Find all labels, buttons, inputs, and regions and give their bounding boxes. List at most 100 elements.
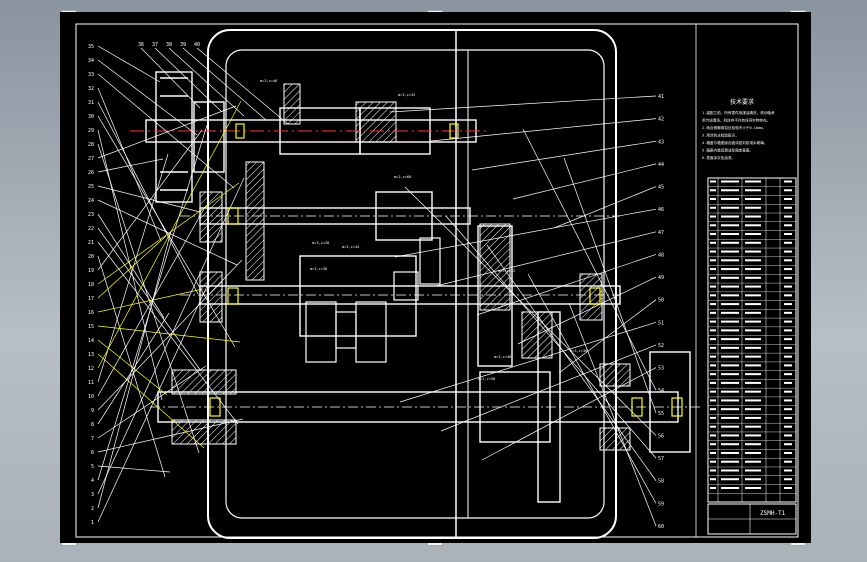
balloon-left: 31 <box>88 100 199 295</box>
balloon-label: 41 <box>658 94 664 100</box>
balloon-label: 44 <box>658 162 664 168</box>
bom-row <box>710 276 792 279</box>
bom-row <box>710 338 792 341</box>
balloon-right: 49 <box>517 275 664 345</box>
bearing-blocks <box>171 83 631 451</box>
balloon-label: 28 <box>88 142 94 148</box>
balloon-right: 45 <box>553 185 664 229</box>
bom-row <box>710 443 792 446</box>
balloon-label: 39 <box>180 42 186 48</box>
balloon-label: 32 <box>88 86 94 92</box>
balloon-top: 38 <box>166 42 245 117</box>
balloon-label: 23 <box>88 212 94 218</box>
gear-tag: m=3,z=46 <box>260 79 277 83</box>
bom-row <box>710 390 792 393</box>
balloon-right: 52 <box>440 343 664 432</box>
balloon-left: 33 <box>88 72 235 189</box>
bom-row <box>710 346 792 349</box>
bom-row <box>710 399 792 402</box>
bom-row <box>710 215 792 218</box>
balloon-label: 2 <box>91 506 94 512</box>
balloon-label: 56 <box>658 433 664 439</box>
balloon-label: 25 <box>88 184 94 190</box>
notes-line: 用汽油清洗，机体内不许有任何杂物存在。 <box>702 118 770 123</box>
balloon-right: 60 <box>568 302 664 530</box>
gear-tag: m=3,z=28 <box>312 241 329 245</box>
drawing-frame <box>75 23 799 538</box>
gear-tag: m=3,z=22 <box>498 269 515 273</box>
balloon-right: 51 <box>399 320 664 403</box>
balloon-label: 36 <box>138 42 144 48</box>
gear-tag: m=3,z=32 <box>398 93 415 97</box>
balloon-left: 32 <box>88 86 162 242</box>
balloon-left: 2 <box>91 230 172 512</box>
balloon-label: 24 <box>88 198 94 204</box>
gear-tag: m=2,z=44 <box>342 245 359 249</box>
notes-heading: 技术要求 <box>730 98 754 106</box>
balloon-right: 41 <box>389 94 664 113</box>
balloon-right: 44 <box>512 162 664 200</box>
balloon-label: 21 <box>88 240 94 246</box>
bom-row <box>710 381 792 384</box>
balloon-label: 34 <box>88 58 94 64</box>
balloon-label: 51 <box>658 320 664 326</box>
balloon-label: 53 <box>658 366 664 372</box>
bom-row <box>710 241 792 244</box>
balloon-label: 47 <box>658 230 664 236</box>
balloon-label: 10 <box>88 394 94 400</box>
balloon-label: 20 <box>88 254 94 260</box>
balloon-right: 48 <box>476 252 664 316</box>
bom-row <box>710 364 792 367</box>
balloon-label: 17 <box>88 296 94 302</box>
balloon-left: 10 <box>88 206 206 400</box>
bom-row <box>710 373 792 376</box>
balloon-right: 55 <box>563 157 664 417</box>
balloon-label: 42 <box>658 117 664 123</box>
bom-row <box>710 303 792 306</box>
bill-of-materials <box>707 177 797 503</box>
bom-row <box>710 259 792 262</box>
balloon-label: 8 <box>91 422 94 428</box>
balloon-label: 15 <box>88 324 94 330</box>
notes-line: 1.装配之前，所有零件用煤油清洗，滚动轴承 <box>702 110 775 115</box>
balloon-label: 27 <box>88 156 94 162</box>
balloon-left: 17 <box>88 235 167 302</box>
balloon-label: 19 <box>88 268 94 274</box>
bom-row <box>710 268 792 271</box>
balloon-left: 27 <box>88 105 237 162</box>
balloon-left: 15 <box>88 324 241 343</box>
balloon-label: 49 <box>658 275 664 281</box>
balloon-top: 37 <box>152 42 223 113</box>
balloon-left: 13 <box>88 352 205 449</box>
notes-line: 2.啮合侧隙用铅丝检验不小于0.16mm。 <box>702 125 766 130</box>
balloon-left: 18 <box>88 182 240 288</box>
balloon-label: 7 <box>91 436 94 442</box>
notes-line: 4.箱盖与箱座接合面涂密封胶或水玻璃。 <box>702 140 767 145</box>
bom-row <box>710 355 792 358</box>
balloon-left: 19 <box>88 129 203 274</box>
title-block-label: ZSMH-T1 <box>760 510 786 517</box>
bom-row <box>710 408 792 411</box>
balloon-right: 53 <box>481 366 664 461</box>
balloon-right: 57 <box>445 215 664 462</box>
centerlines-minor <box>150 215 700 408</box>
gear-tag: m=3,z=30 <box>570 349 587 353</box>
balloon-top: 36 <box>138 42 201 109</box>
bom-row <box>710 434 792 437</box>
balloon-left: 24 <box>88 198 238 266</box>
balloon-label: 18 <box>88 282 94 288</box>
bom-row <box>710 250 792 253</box>
gear-tag: m=2,z=60 <box>394 175 411 179</box>
balloon-label: 33 <box>88 72 94 78</box>
fit-markers <box>209 123 683 417</box>
gear-tag: m=2,z=50 <box>478 377 495 381</box>
bom-row <box>710 206 792 209</box>
balloon-left: 25 <box>88 184 201 213</box>
bom-row <box>710 425 792 428</box>
balloon-right: 46 <box>394 207 664 258</box>
bom-row <box>710 224 792 227</box>
gear-tag: m=3,z=36 <box>310 267 327 271</box>
balloon-label: 60 <box>658 524 664 530</box>
